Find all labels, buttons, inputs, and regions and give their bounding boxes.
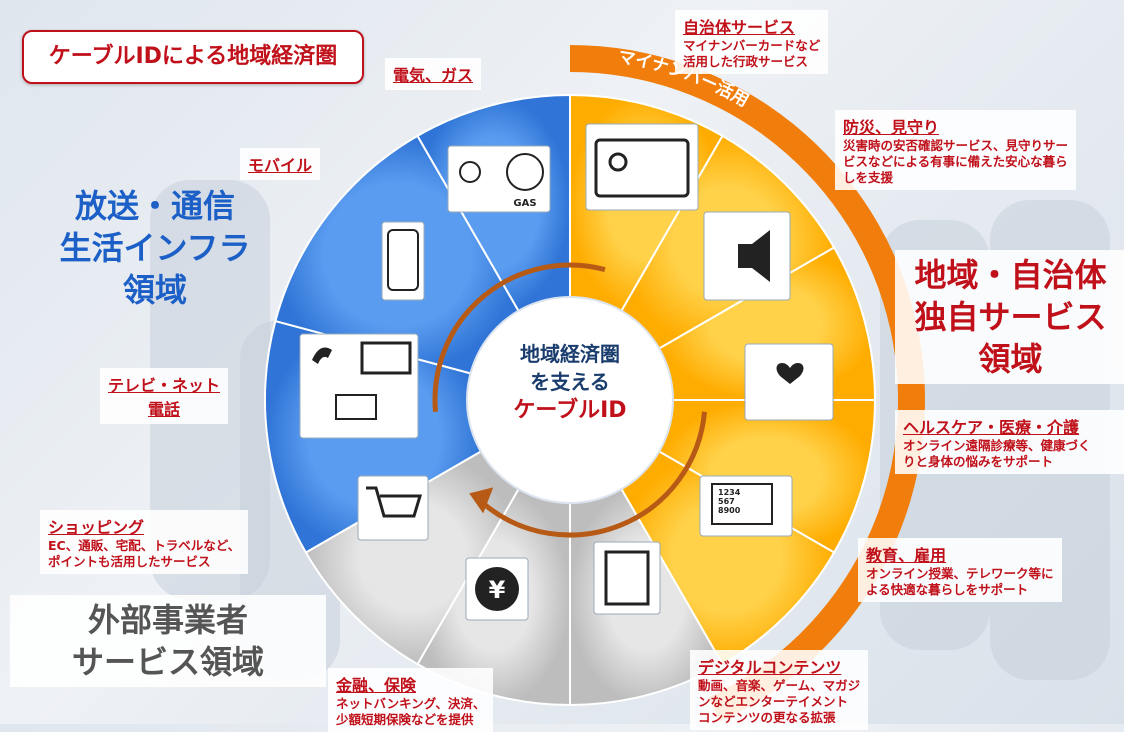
mobile-tile <box>381 221 425 301</box>
cycle-arrow-top <box>432 262 606 412</box>
category-title: 防災、見守り <box>843 118 940 137</box>
yen-icon <box>475 567 519 611</box>
category-title: モバイル <box>248 156 313 175</box>
gas-meter-icon <box>506 153 544 191</box>
education-tile <box>699 475 793 537</box>
center-line3: ケーブルID <box>513 398 627 423</box>
speaker-icon <box>738 230 770 282</box>
region-bottom-line2: サービス領域 <box>71 643 264 681</box>
category-mobile: モバイル <box>240 148 321 180</box>
lightbulb-icon <box>459 161 481 183</box>
cycle-arrow-bottom <box>481 411 707 538</box>
category-desc: 動画、音楽、ゲーム、マガジ <box>698 678 861 693</box>
smartphone-icon <box>387 229 419 291</box>
category-tv-net: テレビ・ネット 電話 <box>100 368 229 424</box>
board-number: 1234 <box>718 488 741 497</box>
category-finance: 金融、保険 ネットバンキング、決済、 少額短期保険などを提供 <box>328 668 494 732</box>
category-title: 自治体サービス <box>683 18 796 37</box>
municipal-tile <box>585 123 699 211</box>
category-healthcare: ヘルスケア・医療・介護 オンライン遠隔診療等、健康づく りと身体の悩みをサポート <box>895 410 1124 474</box>
region-local-government: 地域・自治体 独自サービス 領域 <box>895 250 1124 384</box>
yen-symbol: ¥ <box>489 576 506 604</box>
category-desc: EC、通販、宅配、トラベルなど、 <box>48 538 241 553</box>
whiteboard-icon <box>711 483 773 525</box>
category-education: 教育、雇用 オンライン授業、テレワーク等に よる快適な暮らしをサポート <box>858 538 1062 602</box>
phone-icon <box>312 347 332 364</box>
region-left-line2: 生活インフラ <box>59 229 251 267</box>
category-desc: コンテンツの更なる拡張 <box>698 710 836 725</box>
category-desc: オンライン授業、テレワーク等に <box>866 566 1054 581</box>
category-title: ショッピング <box>48 518 145 537</box>
category-title: デジタルコンテンツ <box>698 658 842 677</box>
category-desc: ポイントも活用したサービス <box>48 554 211 569</box>
shopping-cart-icon <box>366 486 423 518</box>
category-title: 電気、ガス <box>393 66 474 85</box>
shopping-tile <box>357 475 429 541</box>
category-desc: ビスなどによる有事に備えた安心な暮ら <box>843 154 1068 169</box>
center-line2: を支える <box>530 370 610 394</box>
category-desc: 災害時の安否確認サービス、見守りサー <box>843 138 1069 153</box>
region-broadcast-infra: 放送・通信 生活インフラ 領域 <box>35 185 275 311</box>
center-circle <box>466 296 674 504</box>
id-card-person-icon <box>608 152 628 172</box>
center-line1: 地域経済圏 <box>520 342 620 366</box>
region-right-line3: 領域 <box>978 340 1043 378</box>
region-left-line3: 領域 <box>122 271 187 309</box>
laptop-icon <box>335 394 377 420</box>
board-number: 567 <box>718 497 735 506</box>
category-title: 金融、保険 <box>336 676 417 695</box>
cycle-arrowhead <box>469 487 494 514</box>
category-desc: マイナンバーカードなど <box>683 38 821 53</box>
category-desc: 少額短期保険などを提供 <box>336 712 474 727</box>
category-title: ヘルスケア・医療・介護 <box>903 418 1080 437</box>
category-desc: 活用した行政サービス <box>683 54 809 69</box>
region-left-line1: 放送・通信 <box>74 187 235 225</box>
category-desc: ンなどエンターテイメント <box>698 694 849 709</box>
category-desc: オンライン遠隔診療等、健康づく <box>903 438 1091 453</box>
heart-hand-icon <box>776 362 804 384</box>
region-right-line1: 地域・自治体 <box>914 256 1107 294</box>
region-external-business: 外部事業者 サービス領域 <box>10 595 326 687</box>
category-municipal: 自治体サービス マイナンバーカードなど 活用した行政サービス <box>675 10 829 74</box>
category-shopping: ショッピング EC、通販、宅配、トラベルなど、 ポイントも活用したサービス <box>40 510 249 574</box>
tv-net-tile <box>299 333 419 439</box>
category-desc: りと身体の悩みをサポート <box>903 454 1054 469</box>
film-icon <box>604 550 650 606</box>
region-right-line2: 独自サービス <box>914 298 1107 336</box>
category-desc: よる快適な暮らしをサポート <box>866 582 1029 597</box>
id-card-icon <box>594 138 690 198</box>
board-number: 8900 <box>718 506 741 515</box>
region-bottom-line1: 外部事業者 <box>87 601 248 639</box>
category-disaster: 防災、見守り 災害時の安否確認サービス、見守りサー ビスなどによる有事に備えた安… <box>835 110 1077 190</box>
monitor-icon <box>360 341 412 375</box>
category-digital-contents: デジタルコンテンツ 動画、音楽、ゲーム、マガジ ンなどエンターテイメント コンテ… <box>690 650 869 730</box>
category-title: 教育、雇用 <box>866 546 947 565</box>
category-desc: ネットバンキング、決済、 <box>336 696 486 711</box>
category-denki-gas: 電気、ガス <box>385 58 482 90</box>
category-desc: しを支援 <box>843 170 894 185</box>
digital-tile <box>593 541 661 615</box>
page-title: ケーブルIDによる地域経済圏 <box>22 30 364 84</box>
category-title-2: 電話 <box>148 400 181 419</box>
category-title: テレビ・ネット <box>108 376 221 395</box>
center-label: 地域経済圏 を支える ケーブルID <box>470 340 670 426</box>
gas-text: GAS <box>513 198 536 209</box>
